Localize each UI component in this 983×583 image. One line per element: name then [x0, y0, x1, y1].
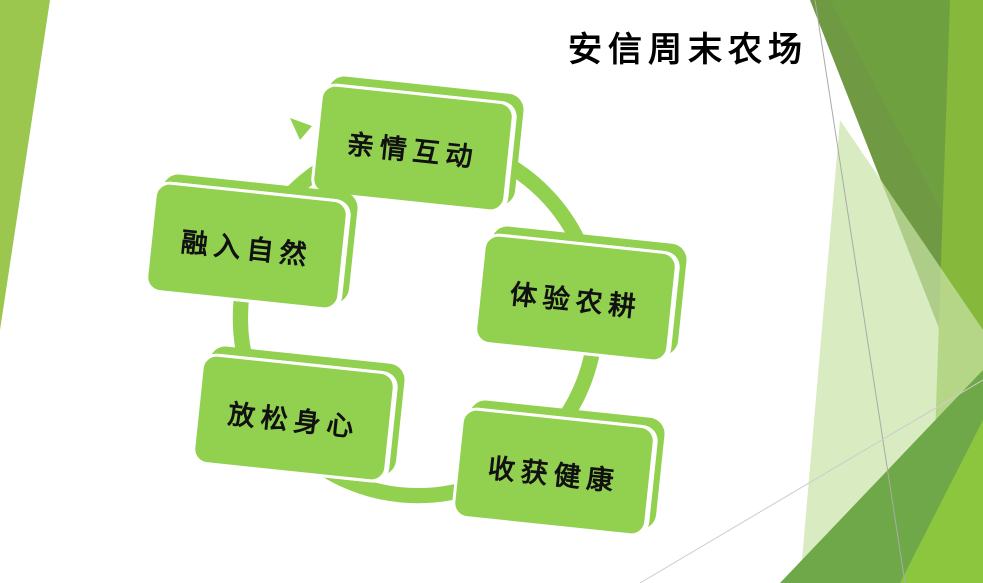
cycle-node: 放松身心	[190, 344, 407, 484]
cycle-node: 融入自然	[143, 172, 360, 312]
slide-title: 安信周末农场	[568, 30, 808, 70]
cycle-arrowhead	[290, 118, 312, 140]
cycle-node: 收获健康	[450, 398, 667, 538]
cycle-node: 体验农耕	[472, 224, 689, 364]
